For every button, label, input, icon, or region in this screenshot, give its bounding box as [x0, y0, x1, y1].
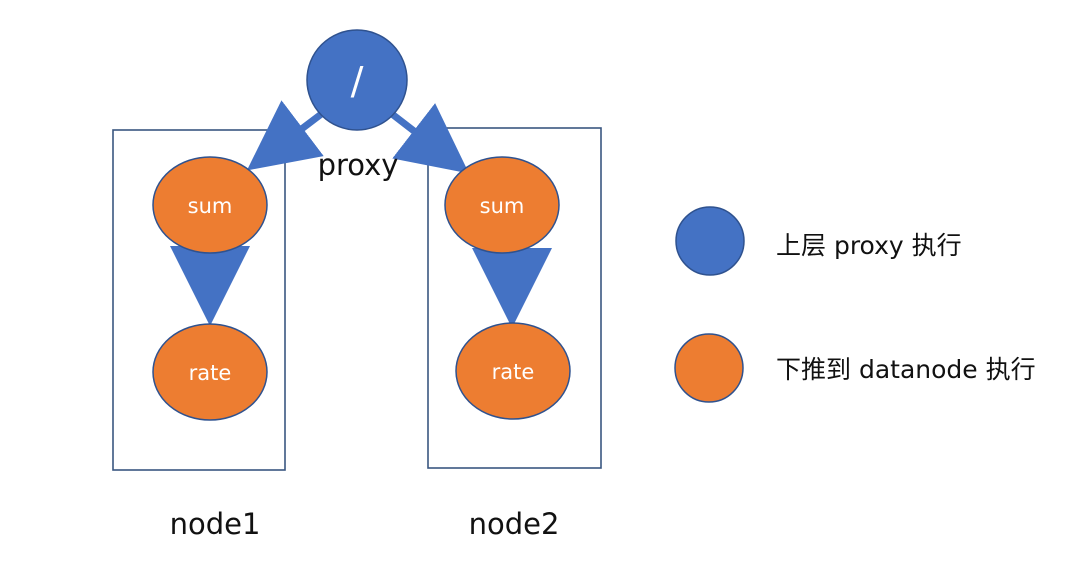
node2-sum-label: sum [480, 194, 525, 218]
node1-sum-node [152, 156, 268, 254]
node1-name: node1 [170, 507, 261, 541]
arrow-proxy-to-node1-sum [246, 100, 327, 171]
node2-name: node2 [469, 507, 560, 541]
node2-sum-node [444, 156, 560, 254]
arrow-proxy-to-node2-sum [389, 103, 470, 174]
legend-proxy-label: 上层 proxy 执行 [776, 231, 962, 260]
node2-container [427, 127, 602, 469]
proxy-root-node [306, 29, 408, 131]
proxy-caption: proxy [318, 148, 399, 182]
legend-proxy-swatch [675, 206, 745, 276]
legend-datanode-swatch [674, 333, 744, 403]
proxy-root-label: / [351, 59, 364, 103]
node1-rate-label: rate [189, 361, 232, 385]
node1-sum-label: sum [188, 194, 233, 218]
node2-rate-node [455, 322, 571, 420]
node2-rate-label: rate [492, 360, 535, 384]
node1-container [112, 129, 286, 471]
node1-rate-node [152, 323, 268, 421]
legend-datanode-label: 下推到 datanode 执行 [776, 355, 1036, 384]
